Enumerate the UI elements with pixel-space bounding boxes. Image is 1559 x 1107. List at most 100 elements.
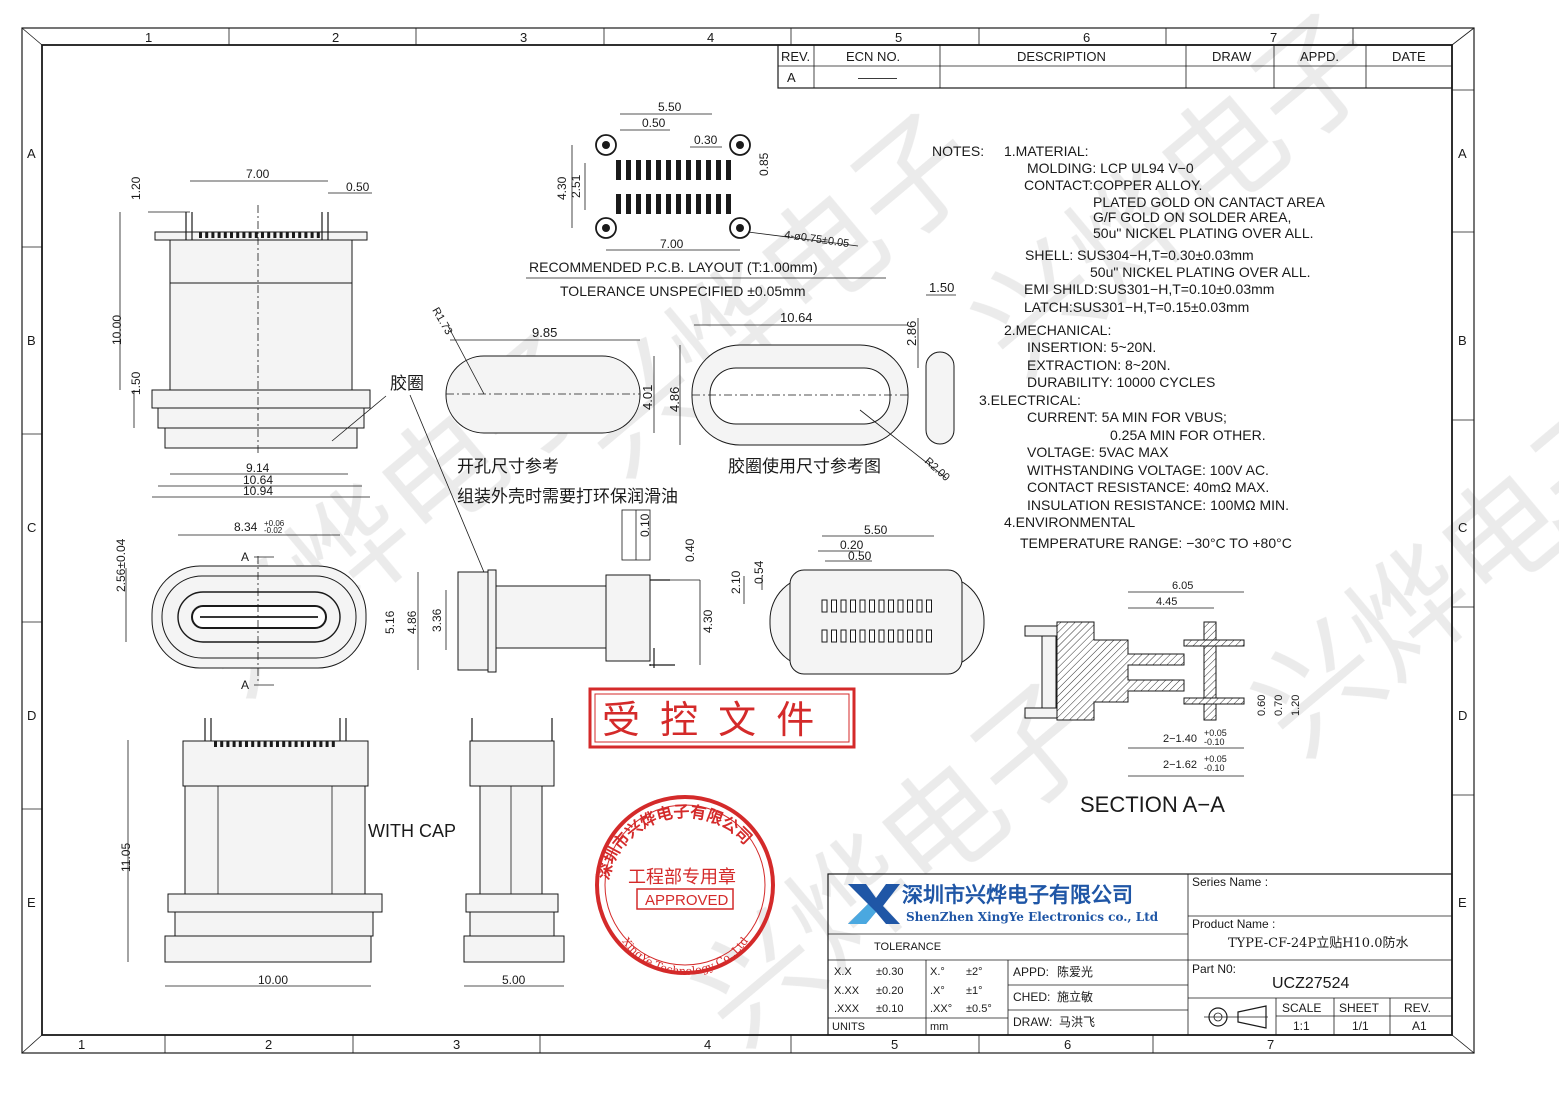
tol-key: .X°: [930, 985, 945, 997]
notes-block: NOTES: 1.MATERIAL: MOLDING: LCP UL94 V−0…: [932, 143, 1325, 551]
front-pin: [273, 232, 277, 238]
approval-seal: 深圳市兴烨电子有限公司 XingYe Technology Co.,Ltd 工程…: [594, 795, 775, 978]
section-marker-top: A: [241, 550, 249, 564]
dim-3.36: 3.36: [430, 608, 444, 632]
cap-pin: [294, 741, 298, 747]
dim-1.20: 1.20: [1290, 695, 1302, 716]
ecn-header: ECN NO.: [846, 49, 900, 64]
note-line: 0.25A MIN FOR OTHER.: [1110, 427, 1266, 443]
with-cap-label: WITH CAP: [368, 821, 456, 841]
note-line: 50u" NICKEL PLATING OVER ALL.: [1090, 264, 1311, 280]
cap-pin: [319, 741, 323, 747]
draw-header: DRAW: [1212, 49, 1252, 64]
tol-value: ±1°: [966, 985, 983, 997]
row-label: B: [1458, 333, 1467, 348]
bottom-pad: [878, 629, 885, 643]
units-value: mm: [930, 1021, 948, 1033]
ched-value: 施立敏: [1057, 989, 1093, 1004]
dim-11.05: 11.05: [119, 843, 133, 872]
tol-key: X.°: [930, 966, 945, 978]
pcb-pad: [676, 194, 681, 214]
gasket-label: 胶圈: [390, 374, 424, 394]
col-label: 7: [1267, 1037, 1274, 1052]
row-label: C: [27, 520, 36, 535]
dim-5.00: 5.00: [502, 973, 526, 987]
rev-label: REV.: [1404, 1001, 1431, 1015]
col-label: 3: [453, 1037, 460, 1052]
draw-label: DRAW:: [1013, 1015, 1052, 1029]
pcb-pad: [726, 160, 731, 180]
col-label: 2: [332, 30, 339, 45]
rev-header: REV.: [781, 49, 810, 64]
pcb-pad: [706, 194, 711, 214]
rev-value: A: [787, 70, 796, 85]
dim-9.85: 9.85: [532, 325, 557, 340]
gasket-caption-usage: 胶圈使用尺寸参考图: [728, 456, 881, 477]
tol-upper: +0.06: [264, 519, 285, 528]
appd-label: APPD:: [1013, 965, 1049, 979]
note-line: G/F GOLD ON SOLDER AREA,: [1093, 209, 1291, 225]
note-line: PLATED GOLD ON CANTACT AREA: [1093, 194, 1325, 210]
cap-pin: [232, 741, 236, 747]
front-pin: [267, 232, 271, 238]
row-label: E: [1458, 895, 1467, 910]
bottom-pad-rows: [821, 599, 932, 643]
controlled-document-text: 受 控 文 件: [602, 698, 818, 742]
dim-0.85: 0.85: [757, 152, 771, 176]
with-cap-side-view: 5.00: [463, 718, 565, 987]
controlled-document-stamp: 受 控 文 件: [588, 687, 856, 749]
tol-key: .XX°: [930, 1003, 952, 1015]
front-pin: [254, 232, 258, 238]
pcb-pad: [636, 194, 641, 214]
scale-value: 1:1: [1293, 1019, 1310, 1033]
cap-pin: [325, 741, 329, 747]
pcb-pad: [656, 194, 661, 214]
bottom-pad: [907, 599, 913, 613]
bottom-pad: [850, 629, 856, 643]
dim-2.10: 2.10: [729, 570, 743, 594]
cap-pin: [226, 741, 230, 747]
cap-pin: [245, 741, 248, 747]
note-line: CURRENT: 5A MIN FOR VBUS;: [1027, 409, 1227, 425]
cap-pin-row: [214, 741, 335, 747]
bottom-pad: [859, 599, 866, 613]
tol-key: X.X: [834, 966, 852, 978]
tol-value: ±0.10: [876, 1003, 903, 1015]
front-pin: [223, 232, 227, 238]
dim-10.64: 10.64: [780, 310, 813, 325]
dim-1.50: 1.50: [129, 371, 143, 395]
front-pin: [242, 232, 246, 238]
pcb-pad-rows: [616, 160, 731, 214]
gasket-caption-hole: 开孔尺寸参考: [457, 457, 559, 477]
front-pin: [261, 232, 264, 238]
col-label: 6: [1064, 1037, 1071, 1052]
bottom-pad: [859, 629, 866, 643]
tol-value: ±0.20: [876, 985, 903, 997]
note-line: 1.MATERIAL:: [1004, 143, 1089, 159]
dim-1.50: 1.50: [929, 280, 954, 295]
cap-pin: [238, 741, 242, 747]
pcb-pad: [626, 194, 631, 214]
row-label: A: [1458, 146, 1467, 161]
col-label: 4: [704, 1037, 711, 1052]
pcb-mounting-holes: [595, 134, 751, 239]
note-line: INSERTION: 5~20N.: [1027, 339, 1156, 355]
cap-pin: [220, 741, 224, 747]
tolerance-label: TOLERANCE: [874, 941, 941, 953]
col-label: 4: [707, 30, 714, 45]
cap-pin: [251, 741, 255, 747]
dim-9.14: 9.14: [246, 461, 270, 475]
front-pin-row: [199, 232, 320, 238]
tol-lower: -0.10: [1204, 737, 1225, 747]
front-pin: [199, 232, 202, 238]
section-a-a: 6.05 4.45 0.60 0.70 1.20 2−1.40 +0.05 -0…: [1024, 580, 1302, 817]
dim-4.86: 4.86: [667, 387, 682, 412]
col-label: 7: [1270, 30, 1277, 45]
seal-approved-text: APPROVED: [645, 892, 729, 909]
dim-0.40: 0.40: [683, 538, 697, 562]
dim-1.20: 1.20: [129, 176, 143, 200]
dim-0.70: 0.70: [1273, 695, 1285, 716]
dim-6.05: 6.05: [1172, 580, 1193, 592]
ched-label: CHED:: [1013, 990, 1050, 1004]
note-line: TEMPERATURE RANGE: −30°C TO +80°C: [1020, 535, 1292, 551]
